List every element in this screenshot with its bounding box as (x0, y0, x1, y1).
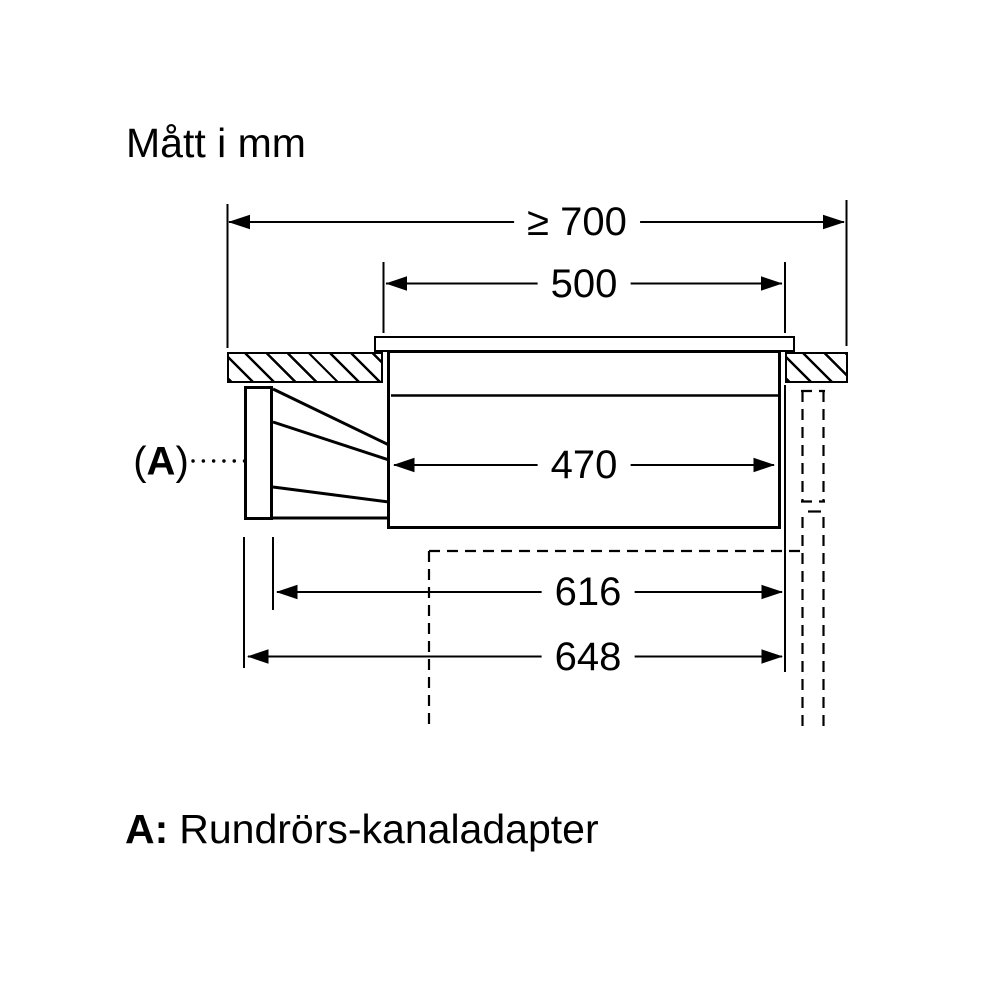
worktop-section-right (785, 352, 848, 383)
dim-label-min-width: ≥ 700 (514, 201, 640, 243)
callout-close-paren: ) (175, 439, 189, 484)
duct-adapter-plate (244, 386, 273, 520)
page-title: Mått i mm (126, 120, 306, 166)
callout-letter: A (146, 439, 176, 484)
adapter-funnel-lines (272, 387, 390, 520)
clearance-dashed-outline (427, 549, 802, 730)
worktop-section-left (227, 352, 383, 383)
dim-label-depth-outer: 648 (541, 636, 635, 678)
dim-label-body-width: 470 (537, 444, 631, 486)
legend-value: Rundrörs-kanaladapter (179, 806, 599, 852)
dim-depth-648 (243, 537, 783, 668)
dim-label-cutout-width: 500 (537, 263, 631, 305)
duct-dashed-outline (801, 389, 825, 733)
hob-glass-top (374, 336, 795, 352)
legend-note: A:Rundrörs-kanaladapter (125, 806, 599, 852)
dim-depth-616 (272, 537, 783, 610)
callout-a-label: (A) (133, 440, 189, 485)
hob-body (387, 350, 781, 529)
legend-key: A: (125, 806, 169, 852)
callout-open-paren: ( (133, 439, 147, 484)
dim-label-depth-inner: 616 (541, 571, 635, 613)
